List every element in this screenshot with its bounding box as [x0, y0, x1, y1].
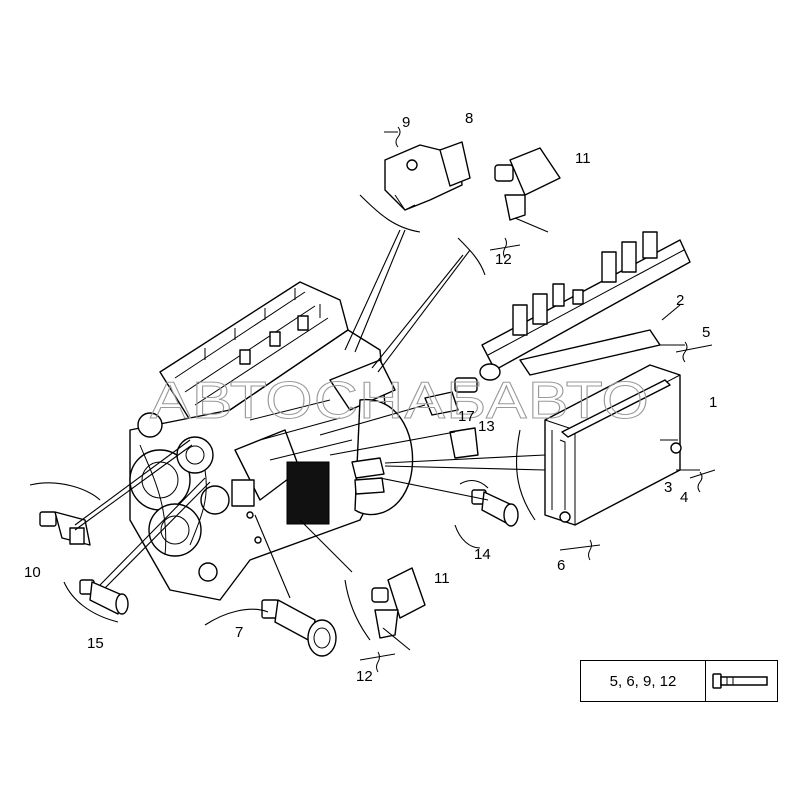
sensor-11-top	[494, 147, 561, 233]
sensor-14	[471, 489, 519, 527]
callout-11-top: 11	[575, 150, 591, 167]
callout-10: 10	[24, 564, 41, 581]
callout-7: 7	[235, 624, 243, 641]
callout-17: 17	[458, 408, 475, 425]
callout-12-top: 12	[495, 251, 512, 268]
bolt-icon	[706, 661, 777, 701]
engine-assembly	[129, 281, 414, 601]
callout-1: 1	[709, 394, 717, 411]
fuel-rail	[479, 231, 691, 381]
callout-14: 14	[474, 546, 491, 563]
sensor-8-boost-pressure	[384, 141, 471, 211]
ecu-connectors	[351, 457, 385, 495]
callout-12-bottom: 12	[356, 668, 373, 685]
callout-2: 2	[676, 292, 684, 309]
leader-lines	[29, 126, 716, 673]
watermark: АВТОСНАБАВТО	[150, 372, 650, 430]
callout-5: 5	[702, 324, 710, 341]
callout-15: 15	[87, 635, 104, 652]
sensor-11-bottom	[371, 567, 426, 651]
sensor-7	[261, 599, 337, 657]
callout-8: 8	[465, 110, 473, 127]
sensor-10	[39, 511, 91, 546]
callout-6: 6	[557, 557, 565, 574]
ecu-unit	[519, 329, 682, 526]
sensor-17	[424, 377, 478, 416]
callout-11-bottom: 11	[434, 570, 450, 587]
callout-9: 9	[402, 114, 410, 131]
sensor-15	[79, 579, 129, 615]
callout-4: 4	[680, 489, 688, 506]
callout-13: 13	[478, 418, 495, 435]
callout-numbers: 1 2 3 4 5 6 7 8 9 10 11 11 12 12 13 14 1…	[24, 110, 717, 685]
legend-items-text: 5, 6, 9, 12	[581, 661, 706, 701]
callout-3: 3	[664, 479, 672, 496]
legend-box: 5, 6, 9, 12	[580, 660, 778, 702]
sensor-13	[449, 427, 479, 459]
